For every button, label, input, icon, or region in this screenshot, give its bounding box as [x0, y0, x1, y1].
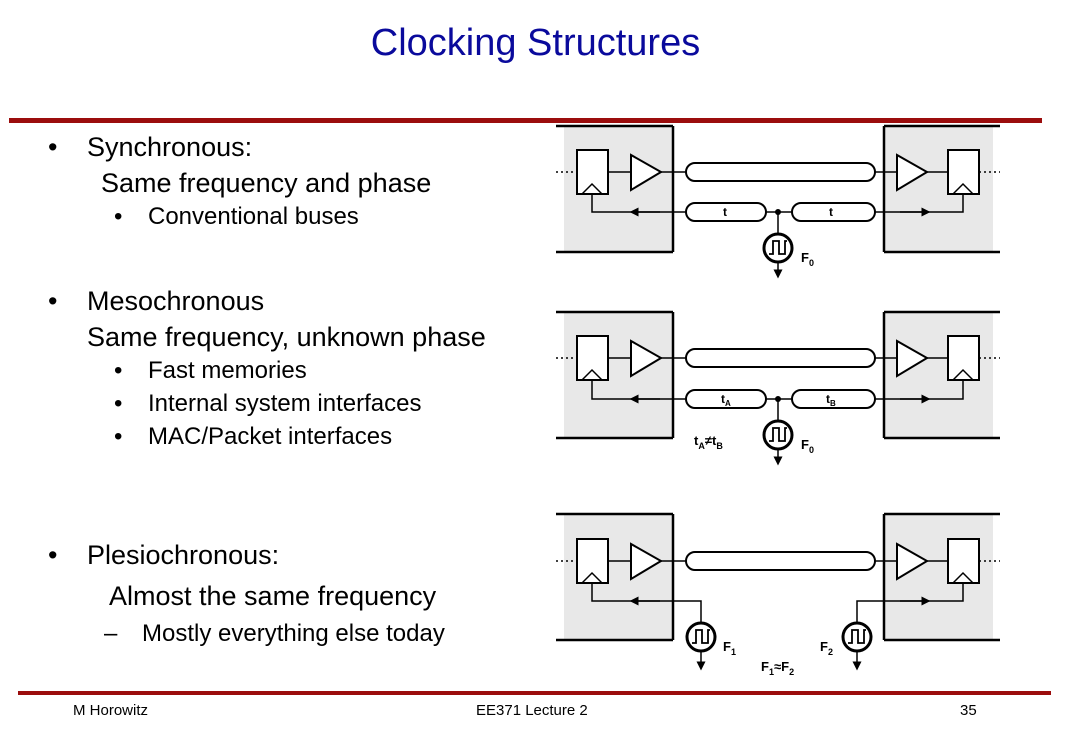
section-subheading-synchronous: Same frequency and phase [101, 168, 432, 198]
section-subheading-plesiochronous: Almost the same frequency [109, 581, 437, 611]
section-heading-plesiochronous: Plesiochronous: [87, 540, 280, 570]
section-subheading-mesochronous: Same frequency, unknown phase [87, 322, 486, 352]
synchronous-diagram: t t F0 [556, 124, 1000, 279]
footer-course: EE371 Lecture 2 [476, 702, 588, 719]
list-item: Conventional buses [148, 203, 359, 230]
section-heading-synchronous: Synchronous: [87, 132, 253, 162]
flip-flop-icon [947, 149, 980, 195]
footer-author: M Horowitz [73, 702, 149, 719]
bullet-marker: • [48, 286, 58, 316]
flip-flop-icon [947, 335, 980, 381]
delay-line [791, 202, 876, 222]
delay-label: t [723, 205, 727, 219]
footer-divider [18, 691, 1051, 695]
plesiochronous-diagram: F1 F2 F1≈F2 [556, 512, 1000, 677]
flip-flop-icon [947, 538, 980, 584]
list-item: MAC/Packet interfaces [148, 423, 393, 450]
clock-label: F0 [801, 250, 814, 268]
footer-page-number: 35 [960, 702, 977, 719]
transmission-line [685, 348, 876, 368]
slide-title: Clocking Structures [370, 22, 701, 64]
bullet-marker: • [114, 203, 123, 230]
clock-source-icon [685, 621, 717, 653]
list-item: Fast memories [148, 357, 307, 384]
flip-flop-icon [576, 538, 609, 584]
bullet-marker: • [48, 132, 58, 162]
list-item: Internal system interfaces [148, 390, 422, 417]
transmission-line [685, 551, 876, 571]
bullet-marker: • [114, 423, 123, 450]
title-divider [9, 118, 1042, 123]
clock-label: F2 [820, 639, 833, 657]
transmission-line [685, 162, 876, 182]
bullet-marker: • [48, 540, 58, 570]
bullet-marker: • [114, 357, 123, 384]
frequency-relation-label: F1≈F2 [761, 659, 794, 677]
flip-flop-icon [576, 335, 609, 381]
phase-relation-label: tA≠tB [694, 433, 723, 451]
dash-marker: – [104, 620, 118, 647]
mesochronous-diagram: tA tB F0 tA≠tB [556, 310, 1000, 466]
clock-source-icon [762, 232, 794, 264]
delay-label: t [829, 205, 833, 219]
list-item: Mostly everything else today [142, 620, 445, 647]
clock-label: F0 [801, 437, 814, 455]
delay-label: tA [721, 392, 731, 408]
clock-source-icon [762, 419, 794, 451]
flip-flop-icon [576, 149, 609, 195]
clock-label: F1 [723, 639, 736, 657]
bullet-marker: • [114, 390, 123, 417]
section-heading-mesochronous: Mesochronous [87, 286, 265, 316]
clock-source-icon [841, 621, 873, 653]
delay-label: tB [826, 392, 836, 408]
